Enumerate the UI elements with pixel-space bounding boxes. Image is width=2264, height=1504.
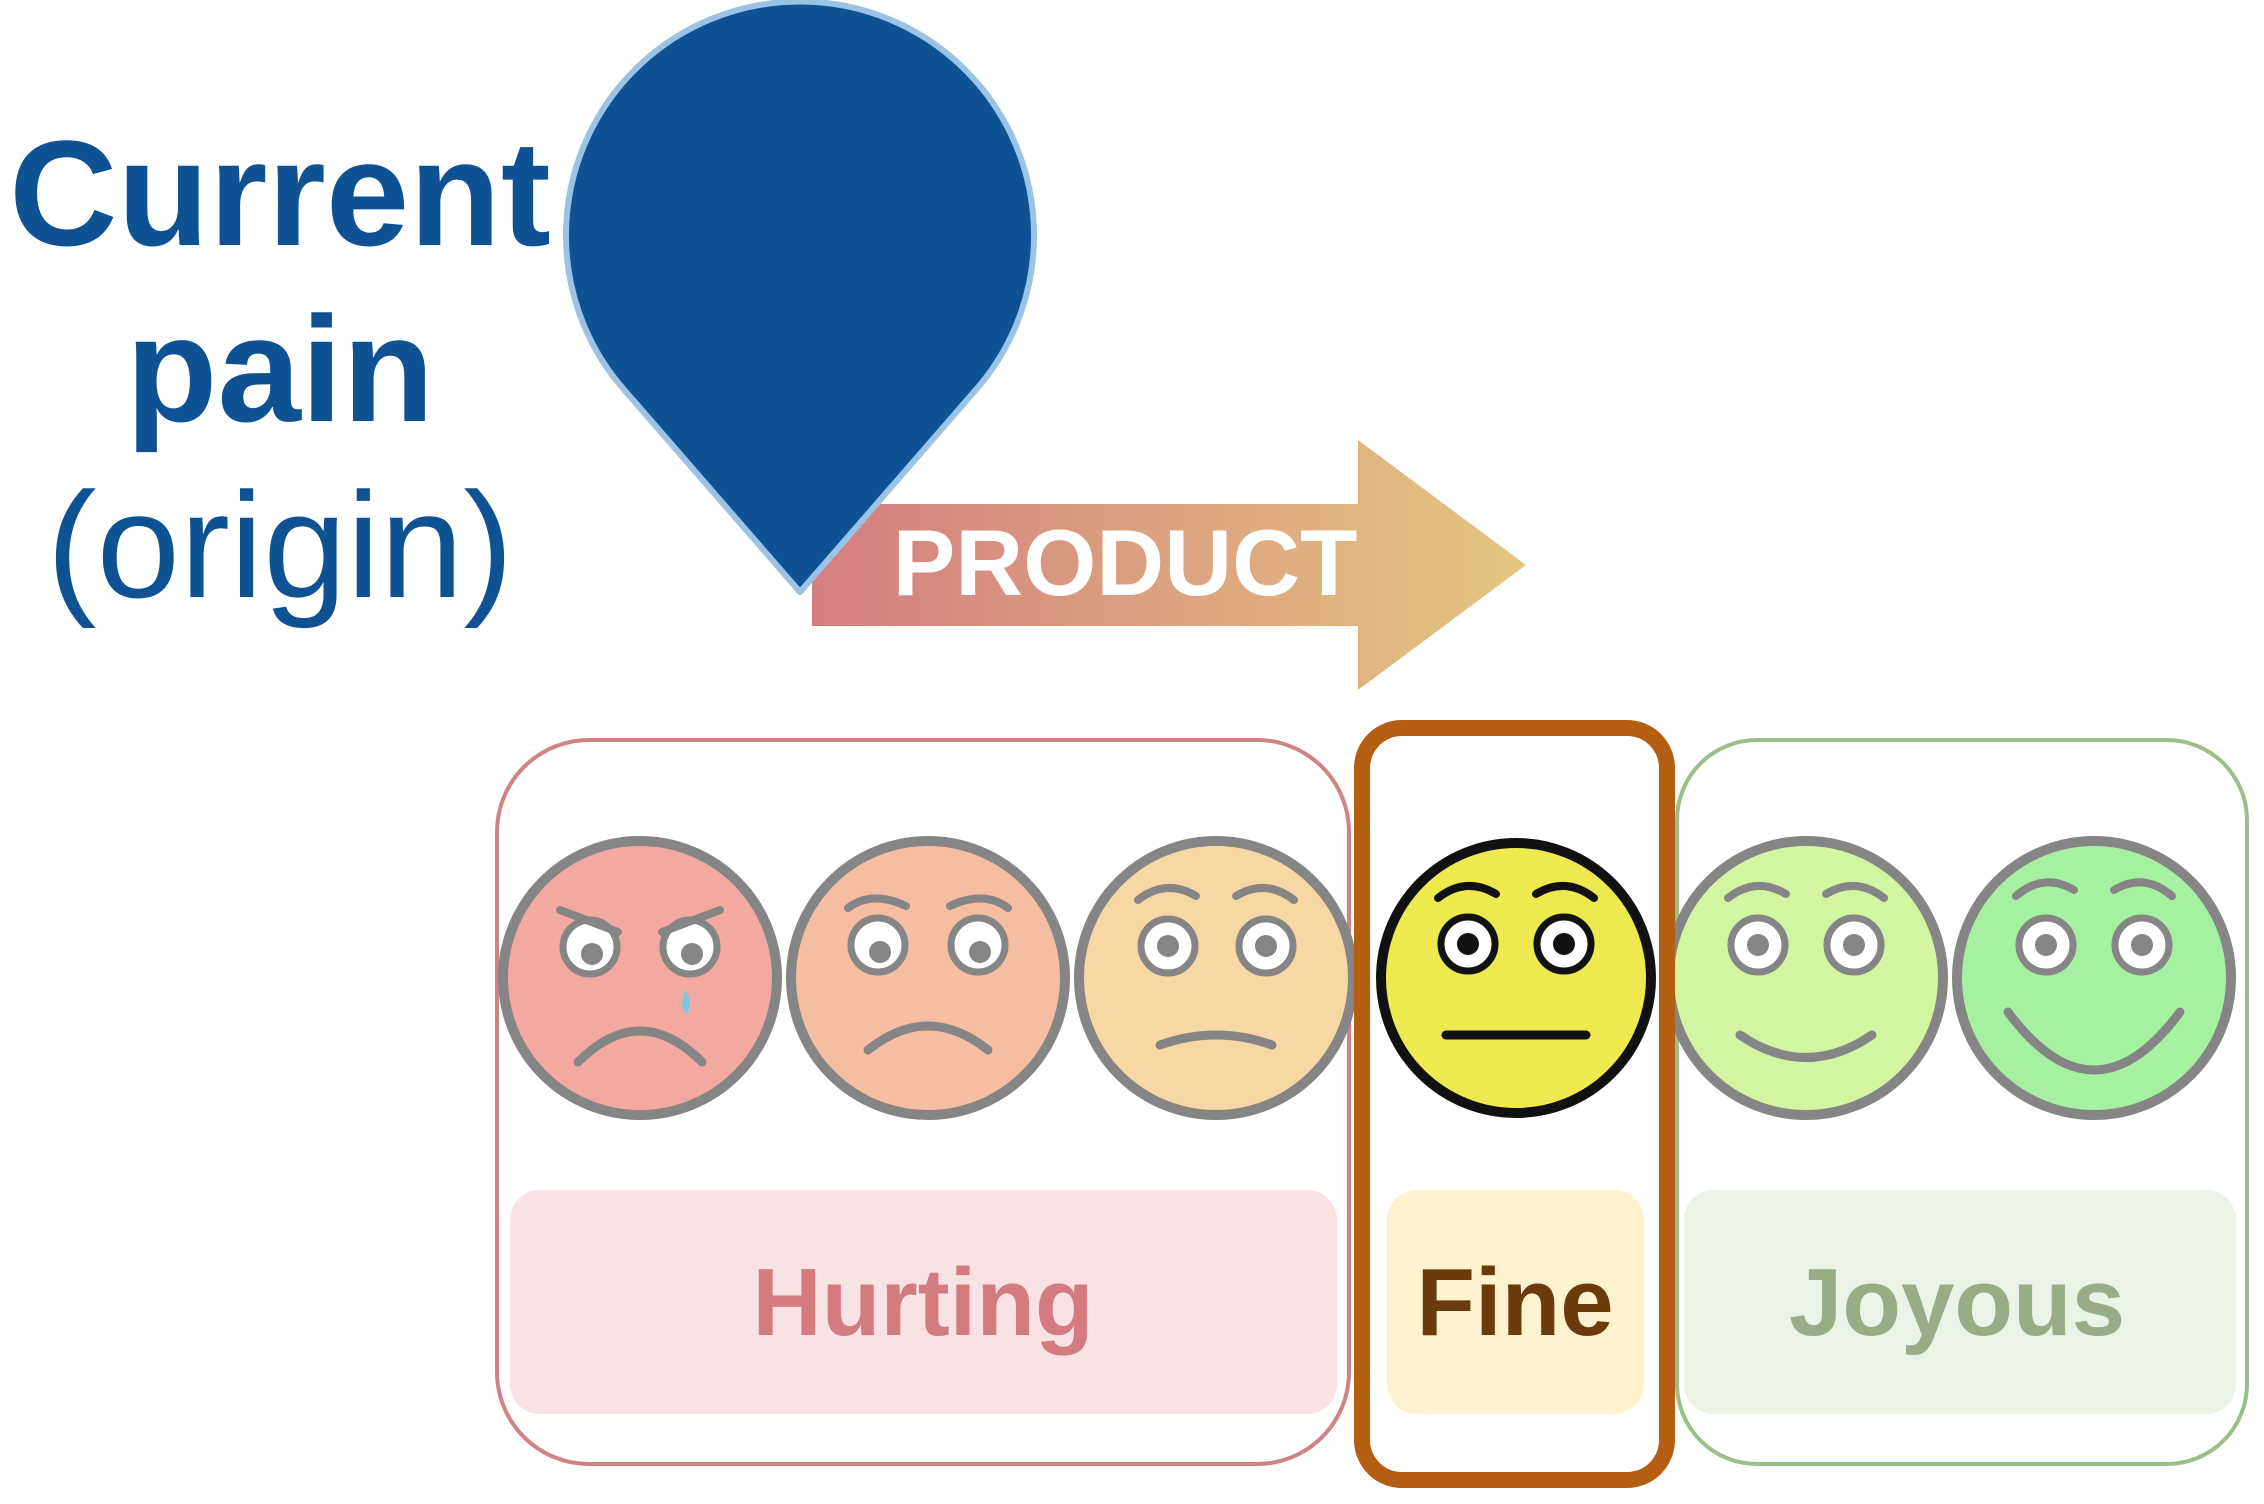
title-line-pain: pain — [125, 285, 435, 453]
title-line-current: Current — [9, 109, 551, 277]
location-pin-icon — [563, 0, 1037, 595]
fine-highlight-frame — [1354, 720, 1675, 1488]
happy-face-icon — [1952, 836, 2236, 1120]
fine-label: Fine — [1416, 1249, 1613, 1356]
product-arrow: PRODUCT — [812, 440, 1526, 690]
joyous-label-box — [1684, 1190, 2236, 1414]
crying-face-icon — [498, 836, 782, 1120]
neutral-face-icon — [1376, 838, 1656, 1118]
arrow-shape — [812, 440, 1526, 690]
joyous-label: Joyous — [1789, 1249, 2125, 1356]
arrow-label: PRODUCT — [893, 510, 1358, 615]
slightly-sad-face-icon — [1074, 836, 1358, 1120]
fine-label-box — [1387, 1190, 1644, 1414]
slightly-happy-face-icon — [1664, 836, 1948, 1120]
hurting-group-frame — [495, 738, 1351, 1466]
title-line-origin: (origin) — [46, 461, 514, 629]
sad-face-icon — [786, 836, 1070, 1120]
hurting-label: Hurting — [752, 1249, 1093, 1356]
hurting-label-box — [510, 1190, 1337, 1414]
joyous-group-frame — [1675, 738, 2249, 1466]
